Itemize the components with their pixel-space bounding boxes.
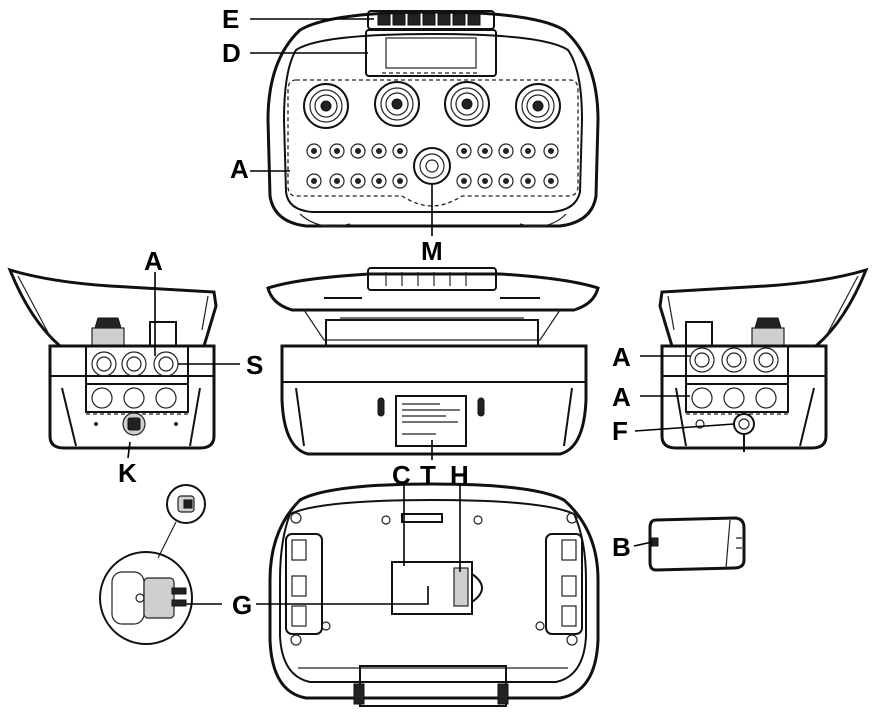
label-m: M (421, 236, 443, 266)
label-b: B (612, 532, 631, 562)
lower-connector-panel (685, 383, 789, 413)
lower-connector-panel (85, 383, 189, 413)
label-e: E (222, 4, 239, 34)
underside-view (268, 482, 600, 707)
front-view (266, 10, 600, 228)
right-side-view (658, 267, 869, 452)
label-f: F (612, 416, 628, 446)
display-screen (385, 37, 477, 69)
leader-lines (127, 18, 735, 605)
label-c: C (392, 460, 411, 490)
serial-label (453, 567, 469, 607)
joystick-icon (444, 81, 490, 127)
label-k: K (118, 458, 137, 488)
label-g: G (232, 590, 252, 620)
label-h: H (450, 460, 469, 490)
joystick-icon (515, 83, 561, 129)
label-a-left: A (144, 246, 163, 276)
switches (306, 143, 559, 189)
connector-detail (99, 484, 206, 645)
control-area-outline (287, 79, 579, 207)
joystick-icon (374, 81, 420, 127)
detail-large-circle (99, 551, 193, 645)
joysticks (303, 81, 561, 129)
detail-small-circle (166, 484, 206, 524)
key-switch-icon (122, 412, 146, 436)
label-d: D (222, 38, 241, 68)
label-a-right-top: A (612, 342, 631, 372)
left-side-view (7, 267, 218, 450)
battery-compartment (391, 561, 473, 615)
top-buttons (377, 13, 481, 26)
label-s: S (246, 350, 263, 380)
label-t: T (420, 460, 436, 490)
back-view (266, 267, 600, 456)
battery-pack (648, 516, 746, 572)
callout-labels: E D A M A S K A A F C T H B G (118, 4, 631, 620)
joystick-icon (303, 83, 349, 129)
label-a-front: A (230, 154, 249, 184)
label-a-right-bottom: A (612, 382, 631, 412)
rating-label-plate (395, 395, 467, 447)
